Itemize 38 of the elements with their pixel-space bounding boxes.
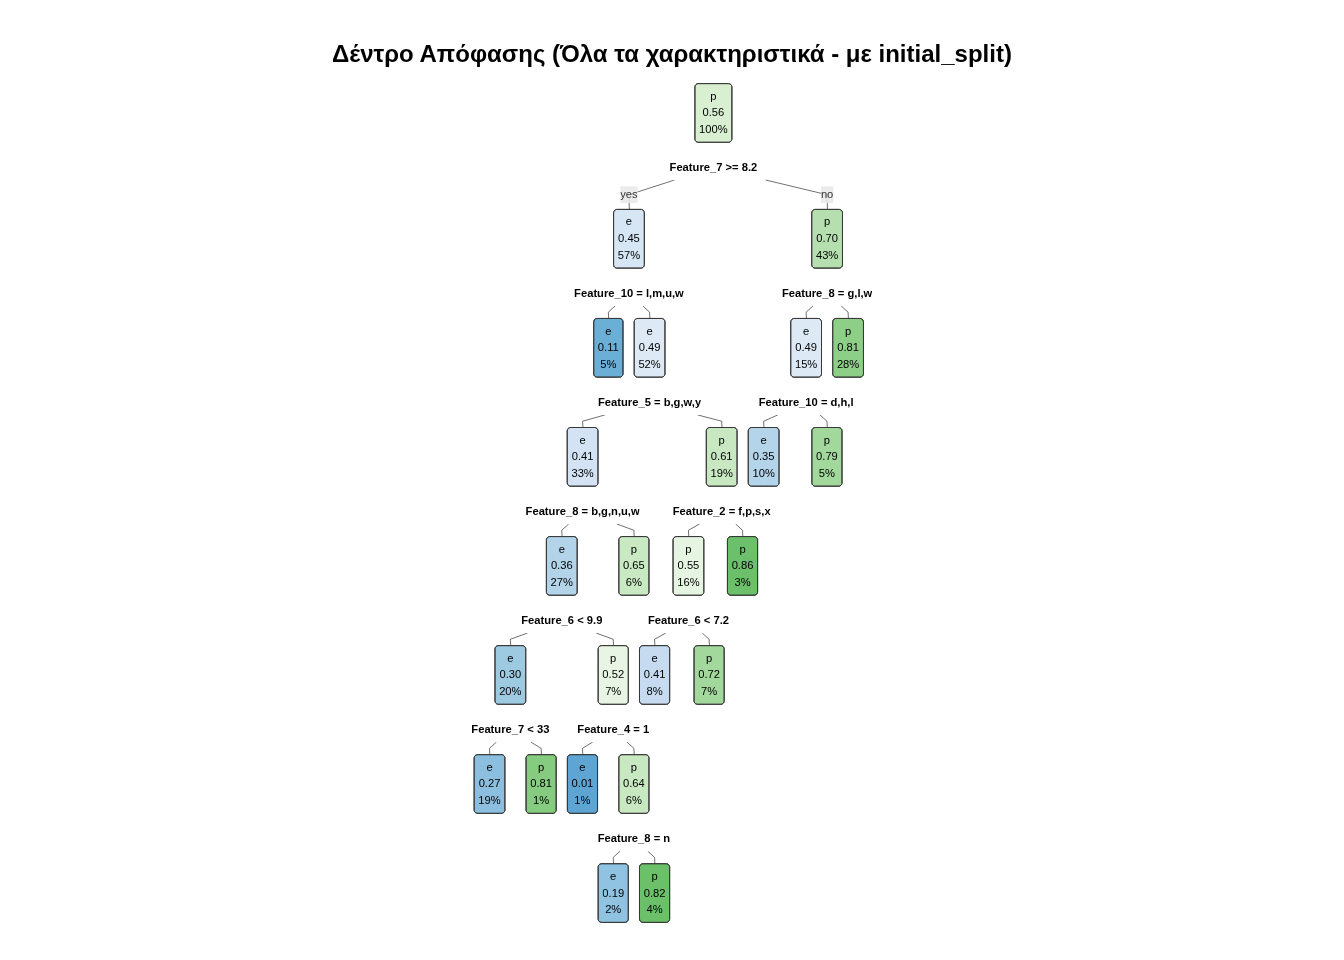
node-text: Feature_8 = n bbox=[597, 832, 671, 845]
node-text: Feature_7 >= 8.2 bbox=[669, 161, 758, 174]
connector bbox=[510, 632, 528, 647]
node-text: Feature_8 = g,l,w bbox=[782, 287, 873, 299]
diagram-title: Δέντρο Απόφασης (Όλα τα χαρακτηριστικά - με initial_split) bbox=[332, 40, 1012, 68]
edge-label: no bbox=[821, 188, 834, 201]
connector bbox=[626, 741, 635, 756]
connector bbox=[489, 741, 497, 756]
connector bbox=[735, 523, 744, 538]
node-text: Feature_5 = b,g,w,y bbox=[598, 396, 702, 408]
node-text: Feature_2 = f,p,s,x bbox=[672, 505, 771, 517]
node-text: Feature_4 = 1 bbox=[577, 723, 650, 736]
node-text: Feature_6 < 7.2 bbox=[648, 614, 730, 627]
connector bbox=[702, 632, 710, 647]
connector bbox=[642, 305, 651, 320]
connector bbox=[654, 632, 667, 647]
connector bbox=[582, 414, 606, 429]
node-text: Feature_6 < 9.9 bbox=[521, 614, 603, 627]
connector bbox=[840, 305, 849, 320]
connector bbox=[608, 305, 616, 320]
connector bbox=[595, 632, 615, 647]
connector bbox=[697, 414, 723, 429]
connector bbox=[819, 414, 828, 429]
connector bbox=[561, 523, 570, 538]
connector bbox=[613, 850, 621, 865]
connector bbox=[805, 305, 814, 320]
connector bbox=[763, 414, 779, 429]
connector bbox=[688, 523, 701, 538]
node-text: Feature_8 = b,g,n,u,w bbox=[525, 505, 640, 517]
connector bbox=[530, 741, 542, 756]
connector bbox=[647, 850, 656, 865]
node-text: Feature_7 < 33 bbox=[471, 723, 550, 736]
connector bbox=[616, 523, 635, 538]
edge-label: yes bbox=[620, 188, 638, 201]
connector bbox=[582, 741, 594, 756]
connector bbox=[765, 179, 828, 211]
node-text: Feature_10 = l,m,u,w bbox=[574, 287, 684, 299]
node-text: Feature_10 = d,h,l bbox=[758, 396, 854, 408]
